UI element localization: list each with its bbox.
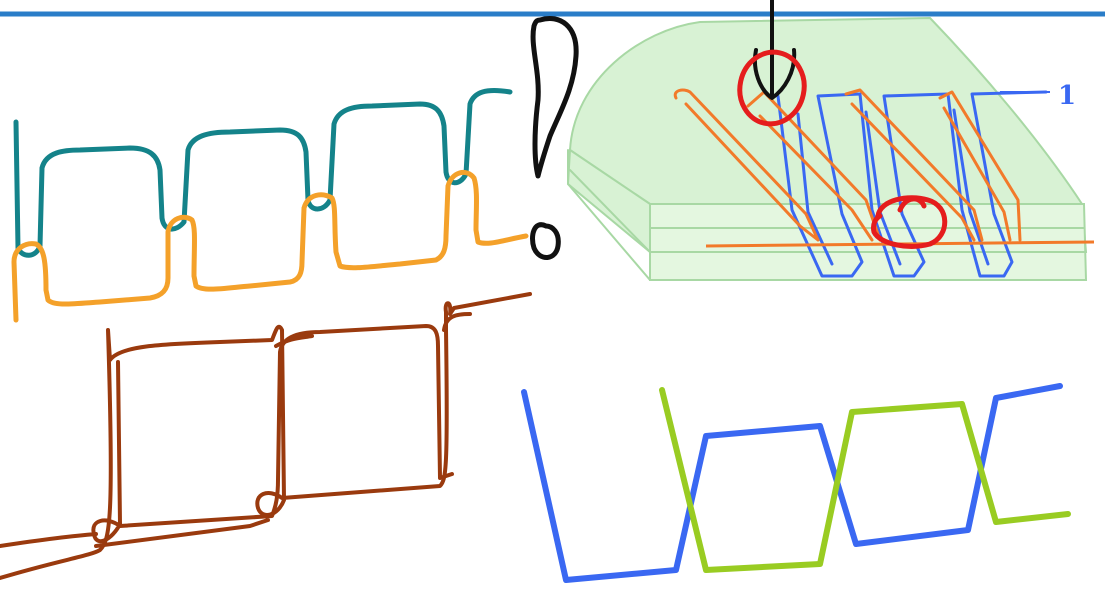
blue-stitch-line xyxy=(524,386,1060,580)
brown-stitch-loops xyxy=(0,314,470,546)
blue-green-stitch-sketch xyxy=(524,386,1068,580)
fabric-top-face xyxy=(570,18,1082,204)
exclamation-dot xyxy=(533,225,559,258)
exclamation-mark-glyph xyxy=(533,19,577,258)
teal-orange-stitch-sketch xyxy=(14,91,526,321)
teal-stitch-line xyxy=(16,91,510,256)
brown-chain-stitch-sketch xyxy=(0,294,530,578)
orange-stitch-line xyxy=(14,172,526,320)
needle-fabric-illustration: 1 xyxy=(568,0,1094,280)
callout-number-label: 1 xyxy=(1058,81,1076,111)
fabric-block-icon xyxy=(568,18,1086,280)
